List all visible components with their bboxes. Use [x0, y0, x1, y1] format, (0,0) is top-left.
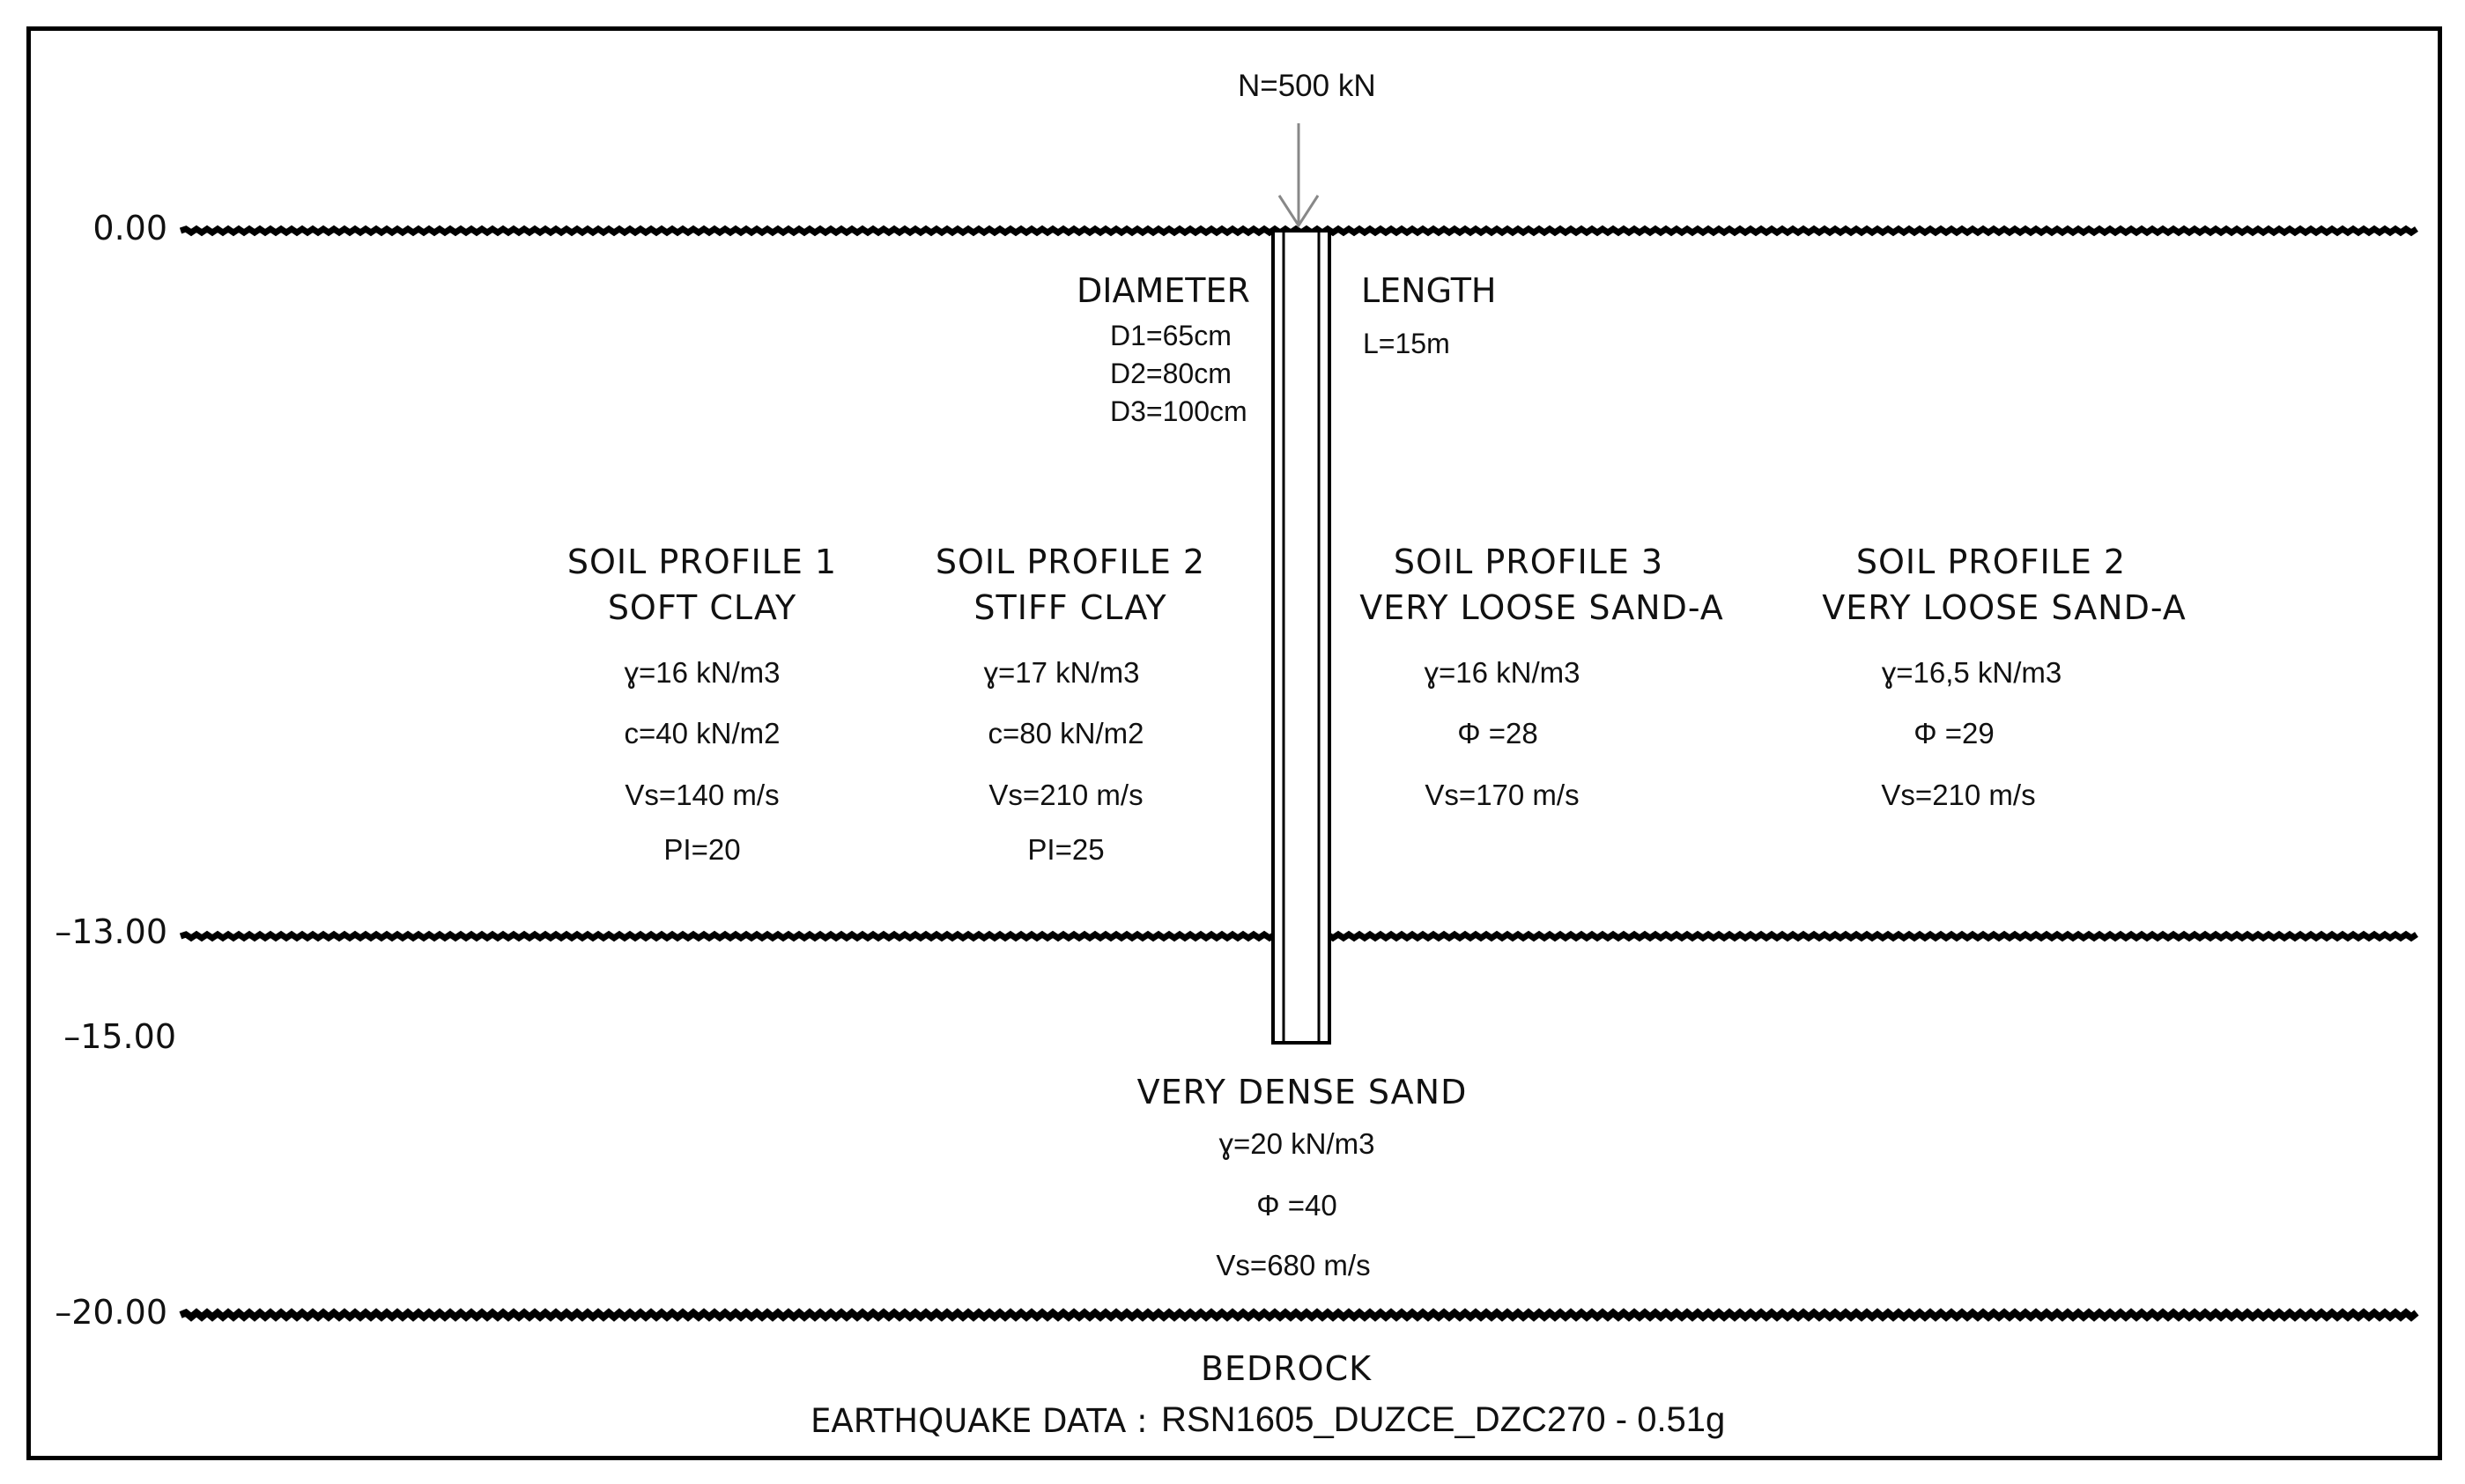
diagram-frame — [26, 26, 2442, 1460]
dense-layer-prop-3: Vs=680 m/s — [1216, 1249, 1371, 1281]
dense-layer-prop-1: ɣ=20 kN/m3 — [1218, 1127, 1375, 1160]
profile-3-prop-3: Vs=170 m/s — [1425, 779, 1580, 811]
profile-3-prop-2: Φ =28 — [1457, 717, 1538, 749]
profile-4-prop-1: ɣ=16,5 kN/m3 — [1881, 656, 2062, 689]
depth-label-0: 0.00 — [93, 209, 167, 247]
profile-2-prop-2: c=80 kN/m2 — [988, 717, 1144, 749]
load-arrow-icon — [1277, 123, 1320, 228]
profile-2-prop-3: Vs=210 m/s — [988, 779, 1144, 811]
profile-2-type: STIFF CLAY — [973, 588, 1167, 627]
profile-1-prop-4: PI=20 — [663, 833, 741, 866]
profile-1-prop-3: Vs=140 m/s — [625, 779, 780, 811]
profile-1-type: SOFT CLAY — [607, 588, 797, 627]
diameter-d1: D1=65cm — [1110, 320, 1232, 351]
profile-1-title: SOIL PROFILE 1 — [566, 543, 838, 581]
profile-3-type: VERY LOOSE SAND-A — [1359, 588, 1724, 627]
dense-layer-prop-2: Φ =40 — [1256, 1189, 1337, 1222]
length-title: LENGTH — [1361, 271, 1497, 310]
profile-4-title: SOIL PROFILE 2 — [1855, 543, 2127, 581]
profile-4-prop-3: Vs=210 m/s — [1881, 779, 2036, 811]
depth-label-13: –13.00 — [55, 912, 167, 951]
depth-label-15: –15.00 — [63, 1017, 176, 1056]
profile-1-prop-1: ɣ=16 kN/m3 — [624, 656, 781, 689]
profile-2-prop-1: ɣ=17 kN/m3 — [983, 656, 1140, 689]
bedrock-title: BEDROCK — [1200, 1349, 1373, 1388]
earthquake-data-value: RSN1605_DUZCE_DZC270 - 0.51g — [1161, 1400, 1726, 1439]
dense-layer-title: VERY DENSE SAND — [1136, 1073, 1468, 1111]
profile-2-title: SOIL PROFILE 2 — [935, 543, 1206, 581]
depth-label-20: –20.00 — [55, 1293, 167, 1332]
profile-3-prop-1: ɣ=16 kN/m3 — [1424, 656, 1580, 689]
profile-4-prop-2: Φ =29 — [1914, 717, 1995, 749]
diameter-d3: D3=100cm — [1110, 395, 1247, 427]
diameter-title: DIAMETER — [1077, 271, 1250, 310]
profile-3-title: SOIL PROFILE 3 — [1393, 543, 1664, 581]
bedrock-boundary-line — [179, 1308, 2419, 1322]
diameter-d2: D2=80cm — [1110, 358, 1232, 389]
length-value: L=15m — [1363, 328, 1450, 359]
pile-outer — [1271, 229, 1331, 1045]
profile-2-prop-4: PI=25 — [1027, 833, 1105, 866]
profile-4-type: VERY LOOSE SAND-A — [1822, 588, 2187, 627]
earthquake-data-label: EARTHQUAKE DATA : — [811, 1402, 1148, 1440]
load-label: N=500 kN — [1238, 69, 1376, 103]
profile-1-prop-2: c=40 kN/m2 — [624, 717, 781, 749]
